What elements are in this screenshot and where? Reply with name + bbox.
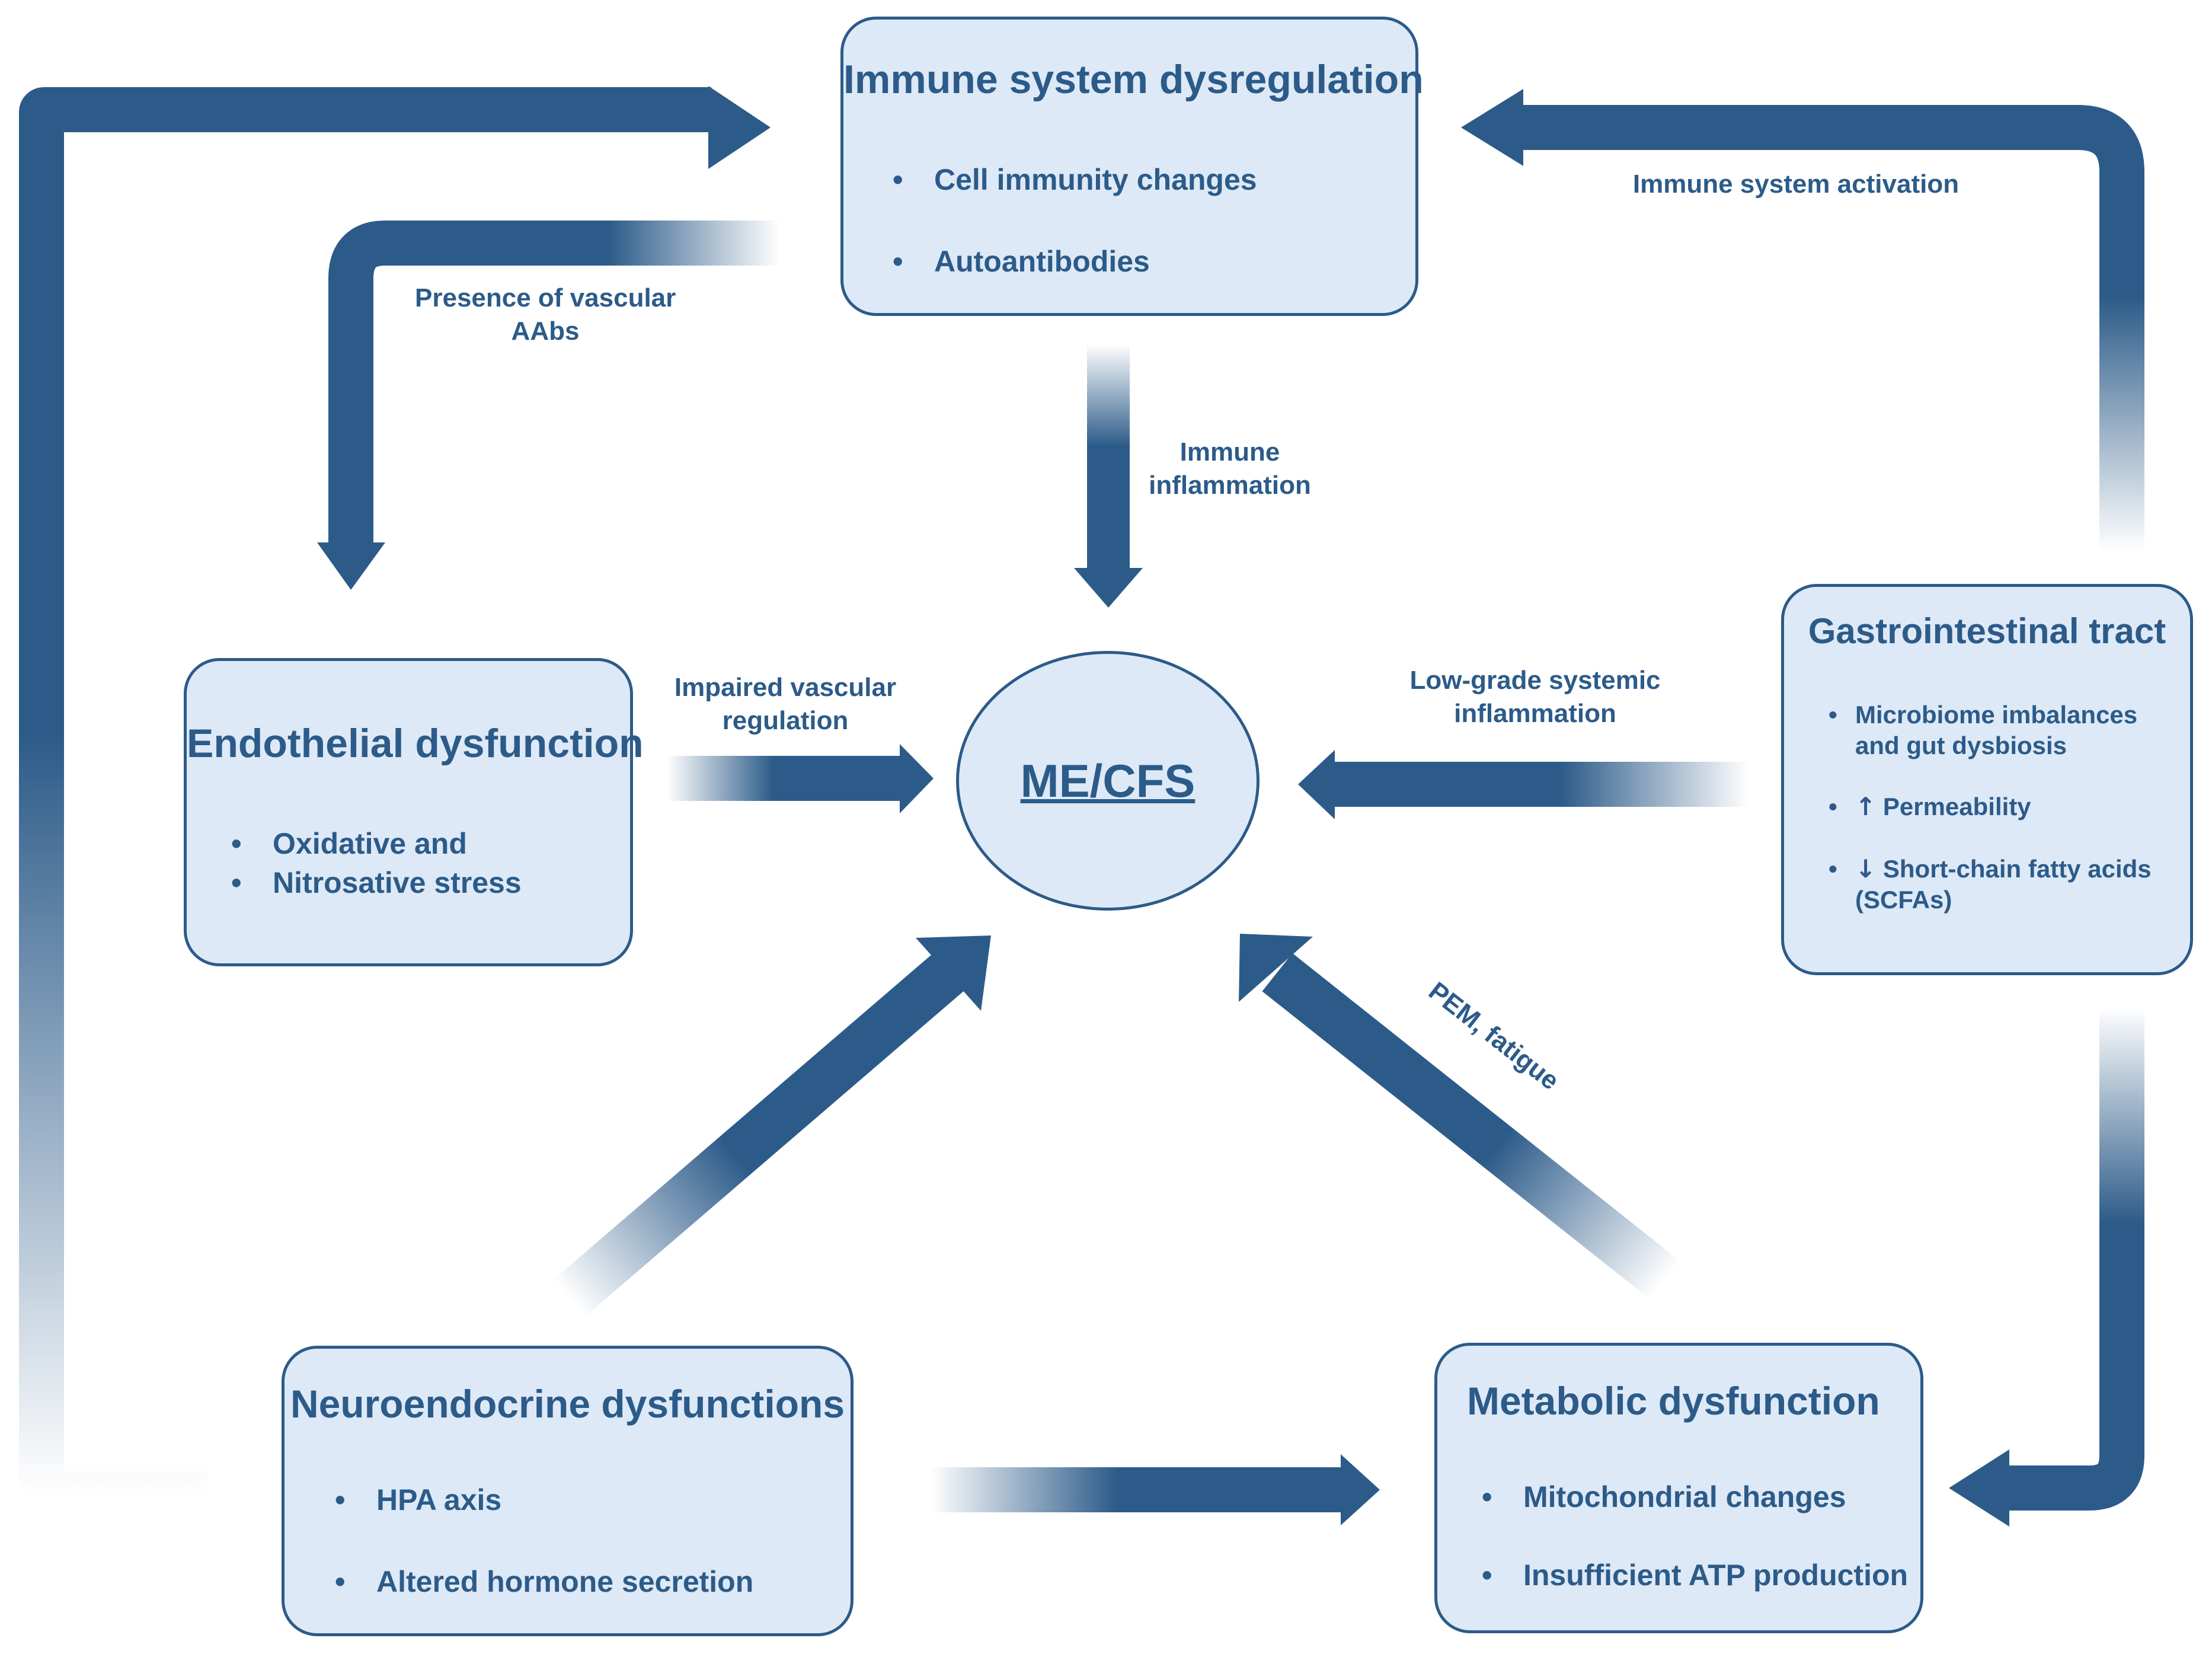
box-endothelial: Endothelial dysfunction Oxidative and Ni… (184, 658, 644, 966)
gi-item-microbiome: • Microbiome imbalances and gut dysbiosi… (1829, 700, 2138, 761)
label-line: Impaired vascular (674, 673, 897, 702)
arrow-up-icon: ↑ (1855, 792, 1877, 821)
box-title: Endothelial dysfunction (187, 721, 644, 766)
list-item-continuation: Nitrosative stress (231, 863, 522, 902)
box-title: Gastrointestinal tract (1808, 611, 2166, 651)
arrow-endothelial-to-mecfs (667, 744, 934, 813)
box-neuroendocrine: Neuroendocrine dysfunctions HPA axis Alt… (282, 1346, 854, 1636)
list-item: Insufficient ATP production (1482, 1557, 1908, 1593)
bullet: • (1829, 855, 1837, 883)
arrow-immune-to-mecfs (1074, 344, 1143, 608)
box-title: Immune system dysregulation (843, 57, 1424, 102)
arrow-gi-to-mecfs (1298, 750, 1748, 819)
label-line: inflammation (1149, 471, 1311, 500)
arrow-gi-to-immune (1461, 89, 2144, 551)
label-immune-activation: Immune system activation (1612, 168, 1980, 201)
center-label: ME/CFS (1020, 754, 1195, 807)
item-line: Short-chain fatty acids (1882, 855, 2152, 883)
bullet-list: HPA axis Altered hormone secretion (335, 1482, 753, 1599)
list-item: Altered hormone secretion (335, 1564, 753, 1599)
list-item: Cell immunity changes (893, 162, 1257, 197)
list-item: Autoantibodies (893, 244, 1257, 279)
label-line: regulation (722, 706, 849, 735)
list-item: HPA axis (335, 1482, 753, 1518)
arrow-immune-to-endothelial (317, 221, 779, 590)
item-line: (SCFAs) (1855, 886, 1952, 914)
label-low-grade: Low-grade systemic inflammation (1381, 664, 1689, 730)
box-title: Metabolic dysfunction (1467, 1379, 1880, 1423)
arrow-neuro-to-immune (19, 86, 771, 1516)
label-line: Low-grade systemic (1409, 666, 1661, 695)
box-title: Neuroendocrine dysfunctions (290, 1382, 845, 1426)
box-gastrointestinal: Gastrointestinal tract • Microbiome imba… (1781, 584, 2193, 975)
label-line: AAbs (511, 317, 580, 346)
label-impaired-vascular: Impaired vascular regulation (661, 671, 910, 737)
label-line: Immune system activation (1632, 170, 1960, 199)
bullet-list: Oxidative and Nitrosative stress (231, 824, 522, 902)
gi-item-permeability: • ↑ Permeability (1829, 791, 2031, 822)
bullet: • (1829, 701, 1837, 729)
gi-item-scfa: • ↓ Short-chain fatty acids (SCFAs) (1829, 854, 2152, 915)
label-immune-inflammation: Immune inflammation (1141, 436, 1319, 502)
list-item: Oxidative and (231, 824, 522, 863)
label-line: Presence of vascular (415, 283, 676, 312)
box-immune-system: Immune system dysregulation Cell immunit… (840, 17, 1424, 316)
box-metabolic: Metabolic dysfunction Mitochondrial chan… (1434, 1343, 1923, 1633)
item-line: and gut dysbiosis (1855, 732, 2067, 759)
item-line: Permeability (1882, 793, 2031, 820)
arrow-neuro-to-metabolic (931, 1454, 1380, 1525)
arrow-neuro-to-mecfs (553, 935, 991, 1317)
arrow-gi-to-metabolic (1949, 1008, 2144, 1527)
arrow-down-icon: ↓ (1855, 854, 1877, 883)
bullet-list: Mitochondrial changes Insufficient ATP p… (1482, 1479, 1908, 1593)
center-mecfs: ME/CFS (956, 651, 1260, 911)
bullet-list: Cell immunity changes Autoantibodies (893, 162, 1257, 279)
label-line: Immune (1179, 438, 1280, 467)
label-line: inflammation (1454, 699, 1616, 728)
arrow-metabolic-to-mecfs (1239, 934, 1681, 1300)
list-item: Mitochondrial changes (1482, 1479, 1908, 1515)
item-line: Microbiome imbalances (1855, 701, 2138, 729)
bullet: • (1829, 793, 1837, 820)
label-vascular-aabs: Presence of vascular AAbs (415, 282, 676, 348)
